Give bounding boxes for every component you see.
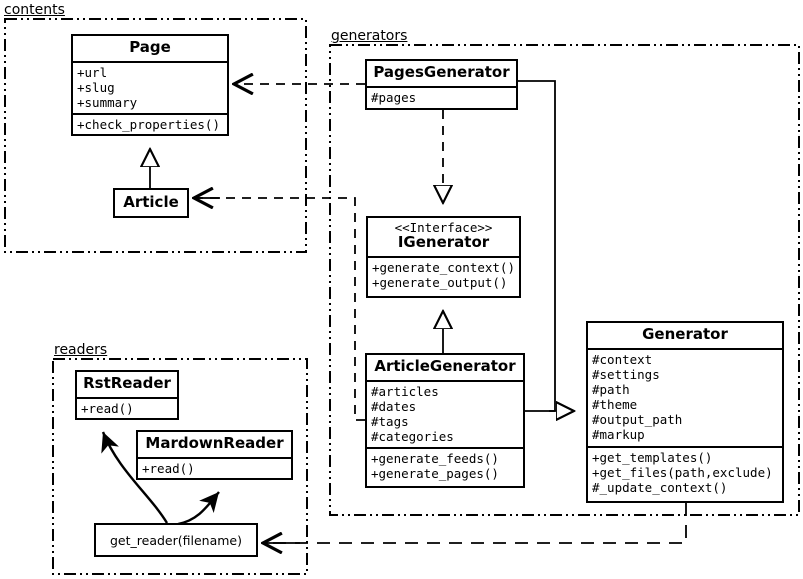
class-operations-rstreader: +read(): [77, 396, 177, 419]
class-box-rstreader[interactable]: RstReader +read(): [75, 370, 179, 420]
class-title-generator: Generator: [642, 325, 728, 343]
attribute-row: #theme: [592, 397, 638, 413]
operation-row: +read(): [142, 460, 195, 476]
package-label-contents: contents: [4, 2, 65, 18]
relation-get_reader-creates-mardownreader: [177, 491, 220, 526]
package-label-readers: readers: [54, 342, 108, 358]
attribute-row: #articles: [371, 383, 439, 399]
class-operations-page: +check_properties(): [73, 113, 227, 135]
attribute-row: #categories: [371, 429, 454, 445]
attribute-row: #settings: [592, 366, 660, 382]
class-title-articlegenerator: ArticleGenerator: [374, 357, 516, 375]
attribute-row: #path: [592, 382, 630, 397]
attribute-row: +url: [77, 64, 108, 80]
class-title-page: Page: [129, 38, 171, 56]
class-title-article: Article: [123, 193, 179, 212]
class-operations-mardownreader: +read(): [138, 456, 291, 479]
class-box-articlegenerator[interactable]: ArticleGenerator #articles #dates #tags …: [365, 353, 525, 488]
operation-row: +check_properties(): [77, 117, 220, 133]
relation-generator-uses-get_reader: [263, 503, 687, 543]
attribute-row: #tags: [371, 414, 409, 429]
relation-articlegenerator-uses-article: [194, 198, 365, 421]
function-box-get-reader[interactable]: get_reader(filename): [94, 523, 258, 557]
class-box-mardownreader[interactable]: MardownReader +read(): [136, 430, 293, 480]
operation-row: +generate_output(): [372, 274, 508, 290]
class-stereotype-igenerator: <<Interface>>: [394, 220, 493, 235]
class-title-mardownreader: MardownReader: [145, 434, 284, 452]
class-attributes-page: +url +slug +summary: [73, 60, 227, 113]
class-attributes-articlegenerator: #articles #dates #tags #categories: [367, 379, 523, 448]
attribute-row: #context: [592, 351, 653, 367]
class-attributes-generator: #context #settings #path #theme #output_…: [588, 347, 782, 446]
class-operations-generator: +get_templates() +get_files(path,exclude…: [588, 445, 782, 498]
function-label-get-reader: get_reader(filename): [110, 532, 242, 548]
class-title-rstreader: RstReader: [83, 374, 171, 392]
class-title-igenerator: IGenerator: [397, 232, 490, 251]
class-box-article[interactable]: Article: [113, 188, 189, 218]
class-box-page[interactable]: Page +url +slug +summary +check_properti…: [71, 34, 229, 136]
class-box-pagesgenerator[interactable]: PagesGenerator #pages: [365, 59, 518, 110]
package-label-generators: generators: [331, 28, 408, 44]
class-title-pagesgenerator: PagesGenerator: [373, 63, 510, 81]
class-operations-igenerator: +generate_context() +generate_output(): [368, 255, 519, 293]
operation-row: #_update_context(): [592, 479, 728, 495]
class-attributes-pagesgenerator: #pages: [367, 85, 516, 108]
attribute-row: +slug: [77, 79, 115, 95]
operation-row: +generate_context(): [372, 259, 515, 275]
operation-row: +generate_pages(): [371, 466, 499, 482]
operation-row: +get_templates(): [592, 449, 713, 465]
attribute-row: #output_path: [592, 412, 683, 428]
operation-row: +get_files(path,exclude): [592, 464, 773, 480]
operation-row: +read(): [81, 400, 134, 416]
operation-row: +generate_feeds(): [371, 451, 499, 467]
attribute-row: #pages: [371, 89, 417, 105]
class-box-igenerator[interactable]: <<Interface>> IGenerator +generate_conte…: [366, 216, 521, 298]
class-operations-articlegenerator: +generate_feeds() +generate_pages(): [367, 447, 523, 484]
class-box-generator[interactable]: Generator #context #settings #path #them…: [586, 321, 784, 503]
attribute-row: #dates: [371, 398, 417, 414]
attribute-row: #markup: [592, 427, 645, 443]
attribute-row: +summary: [77, 95, 138, 110]
